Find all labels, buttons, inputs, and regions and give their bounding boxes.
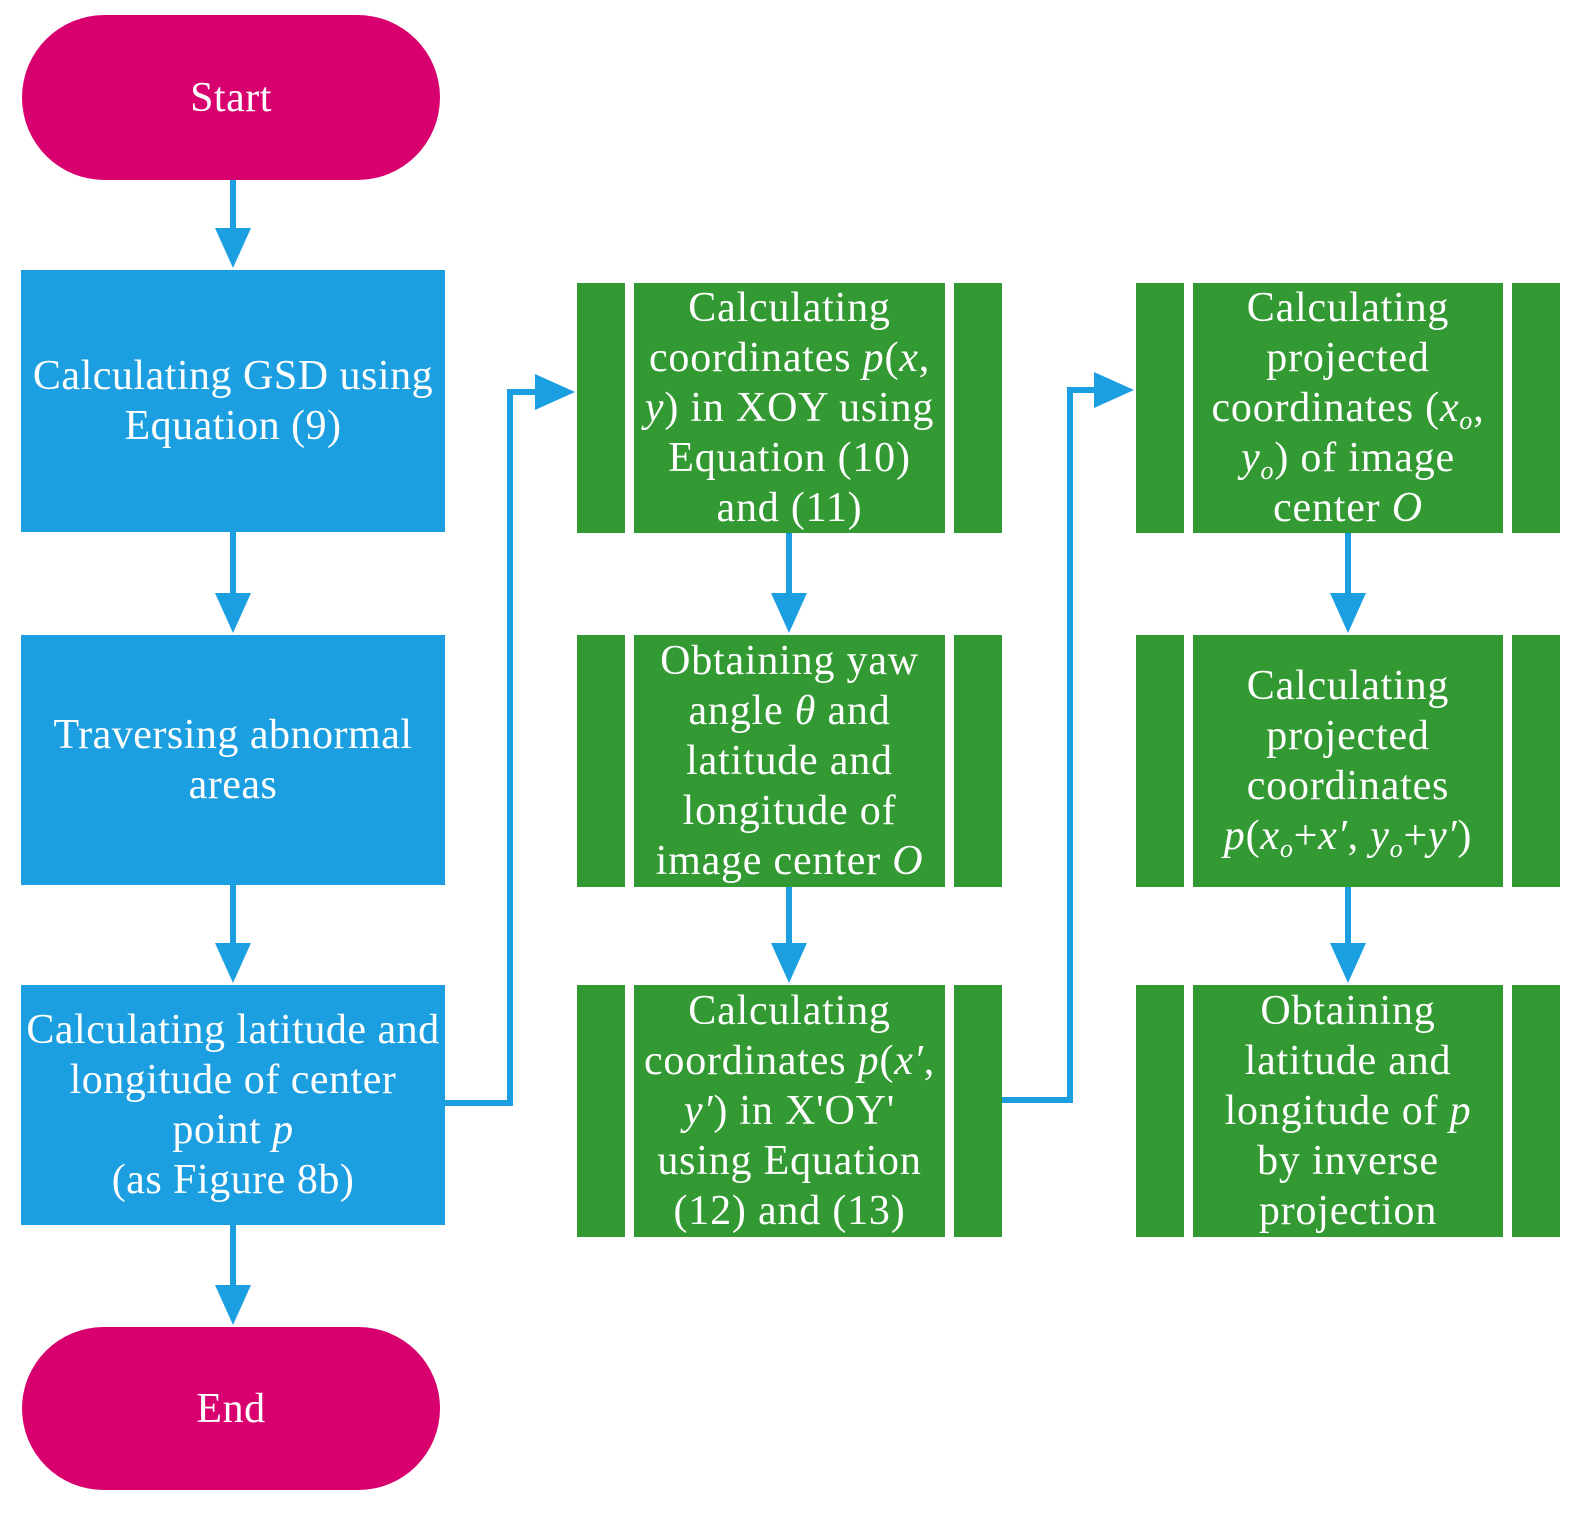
node-label: Obtaining yaw angle θ and latitude and l… [655, 638, 924, 884]
node-calculating-projected-center: Calculating projected coordinates (xo, y… [1136, 283, 1560, 533]
arrow-calc-xy-to-obtain-yaw [771, 533, 807, 633]
node-obtaining-latlon-inverse: Obtaining latitude and longitude of p by… [1136, 985, 1560, 1237]
arrow-calc-gsd-to-traverse [215, 532, 251, 633]
node-label: Start [190, 74, 272, 121]
node-start: Start [22, 15, 440, 180]
node-label: End [196, 1385, 266, 1432]
node-calculating-gsd: Calculating GSD using Equation (9) [21, 270, 445, 532]
node-end: End [22, 1327, 440, 1490]
arrow-calc-center-to-end [215, 1225, 251, 1325]
node-traversing-abnormal-areas: Traversing abnormal areas [21, 635, 445, 885]
node-obtaining-yaw-angle: Obtaining yaw angle θ and latitude and l… [577, 635, 1002, 887]
node-label: Calculating coordinates p(x′, y′) in X'O… [643, 988, 936, 1234]
node-label: Calculating latitude and longitude of ce… [26, 1007, 440, 1203]
node-label: Calculating GSD using Equation (9) [32, 353, 434, 449]
node-calculating-projected-p: Calculating projected coordinates p(xo+x… [1136, 635, 1560, 887]
arrow-calc-proj-p-to-obtain-latlon [1330, 887, 1366, 983]
node-label: Calculating coordinates p(x, y) in XOY u… [644, 285, 935, 531]
connector-calc-xpyp-to-calc-proj-center [1002, 372, 1134, 1103]
arrow-start-to-calc-gsd [215, 180, 251, 268]
arrow-obtain-yaw-to-calc-xpyp [771, 887, 807, 983]
connector-calc-center-to-calc-xy [445, 374, 575, 1106]
node-label: Traversing abnormal areas [53, 712, 413, 808]
node-label: Obtaining latitude and longitude of p by… [1224, 988, 1472, 1234]
node-label: Calculating projected coordinates p(xo+x… [1223, 663, 1473, 863]
node-label: Calculating projected coordinates (xo, y… [1211, 285, 1485, 531]
node-calculating-coordinates-xpoyp: Calculating coordinates p(x′, y′) in X'O… [577, 985, 1002, 1237]
node-calculating-center-point: Calculating latitude and longitude of ce… [21, 985, 445, 1225]
arrow-calc-proj-center-to-calc-proj-p [1330, 533, 1366, 633]
arrow-traverse-to-calc-center [215, 885, 251, 983]
node-calculating-coordinates-xoy: Calculating coordinates p(x, y) in XOY u… [577, 283, 1002, 533]
